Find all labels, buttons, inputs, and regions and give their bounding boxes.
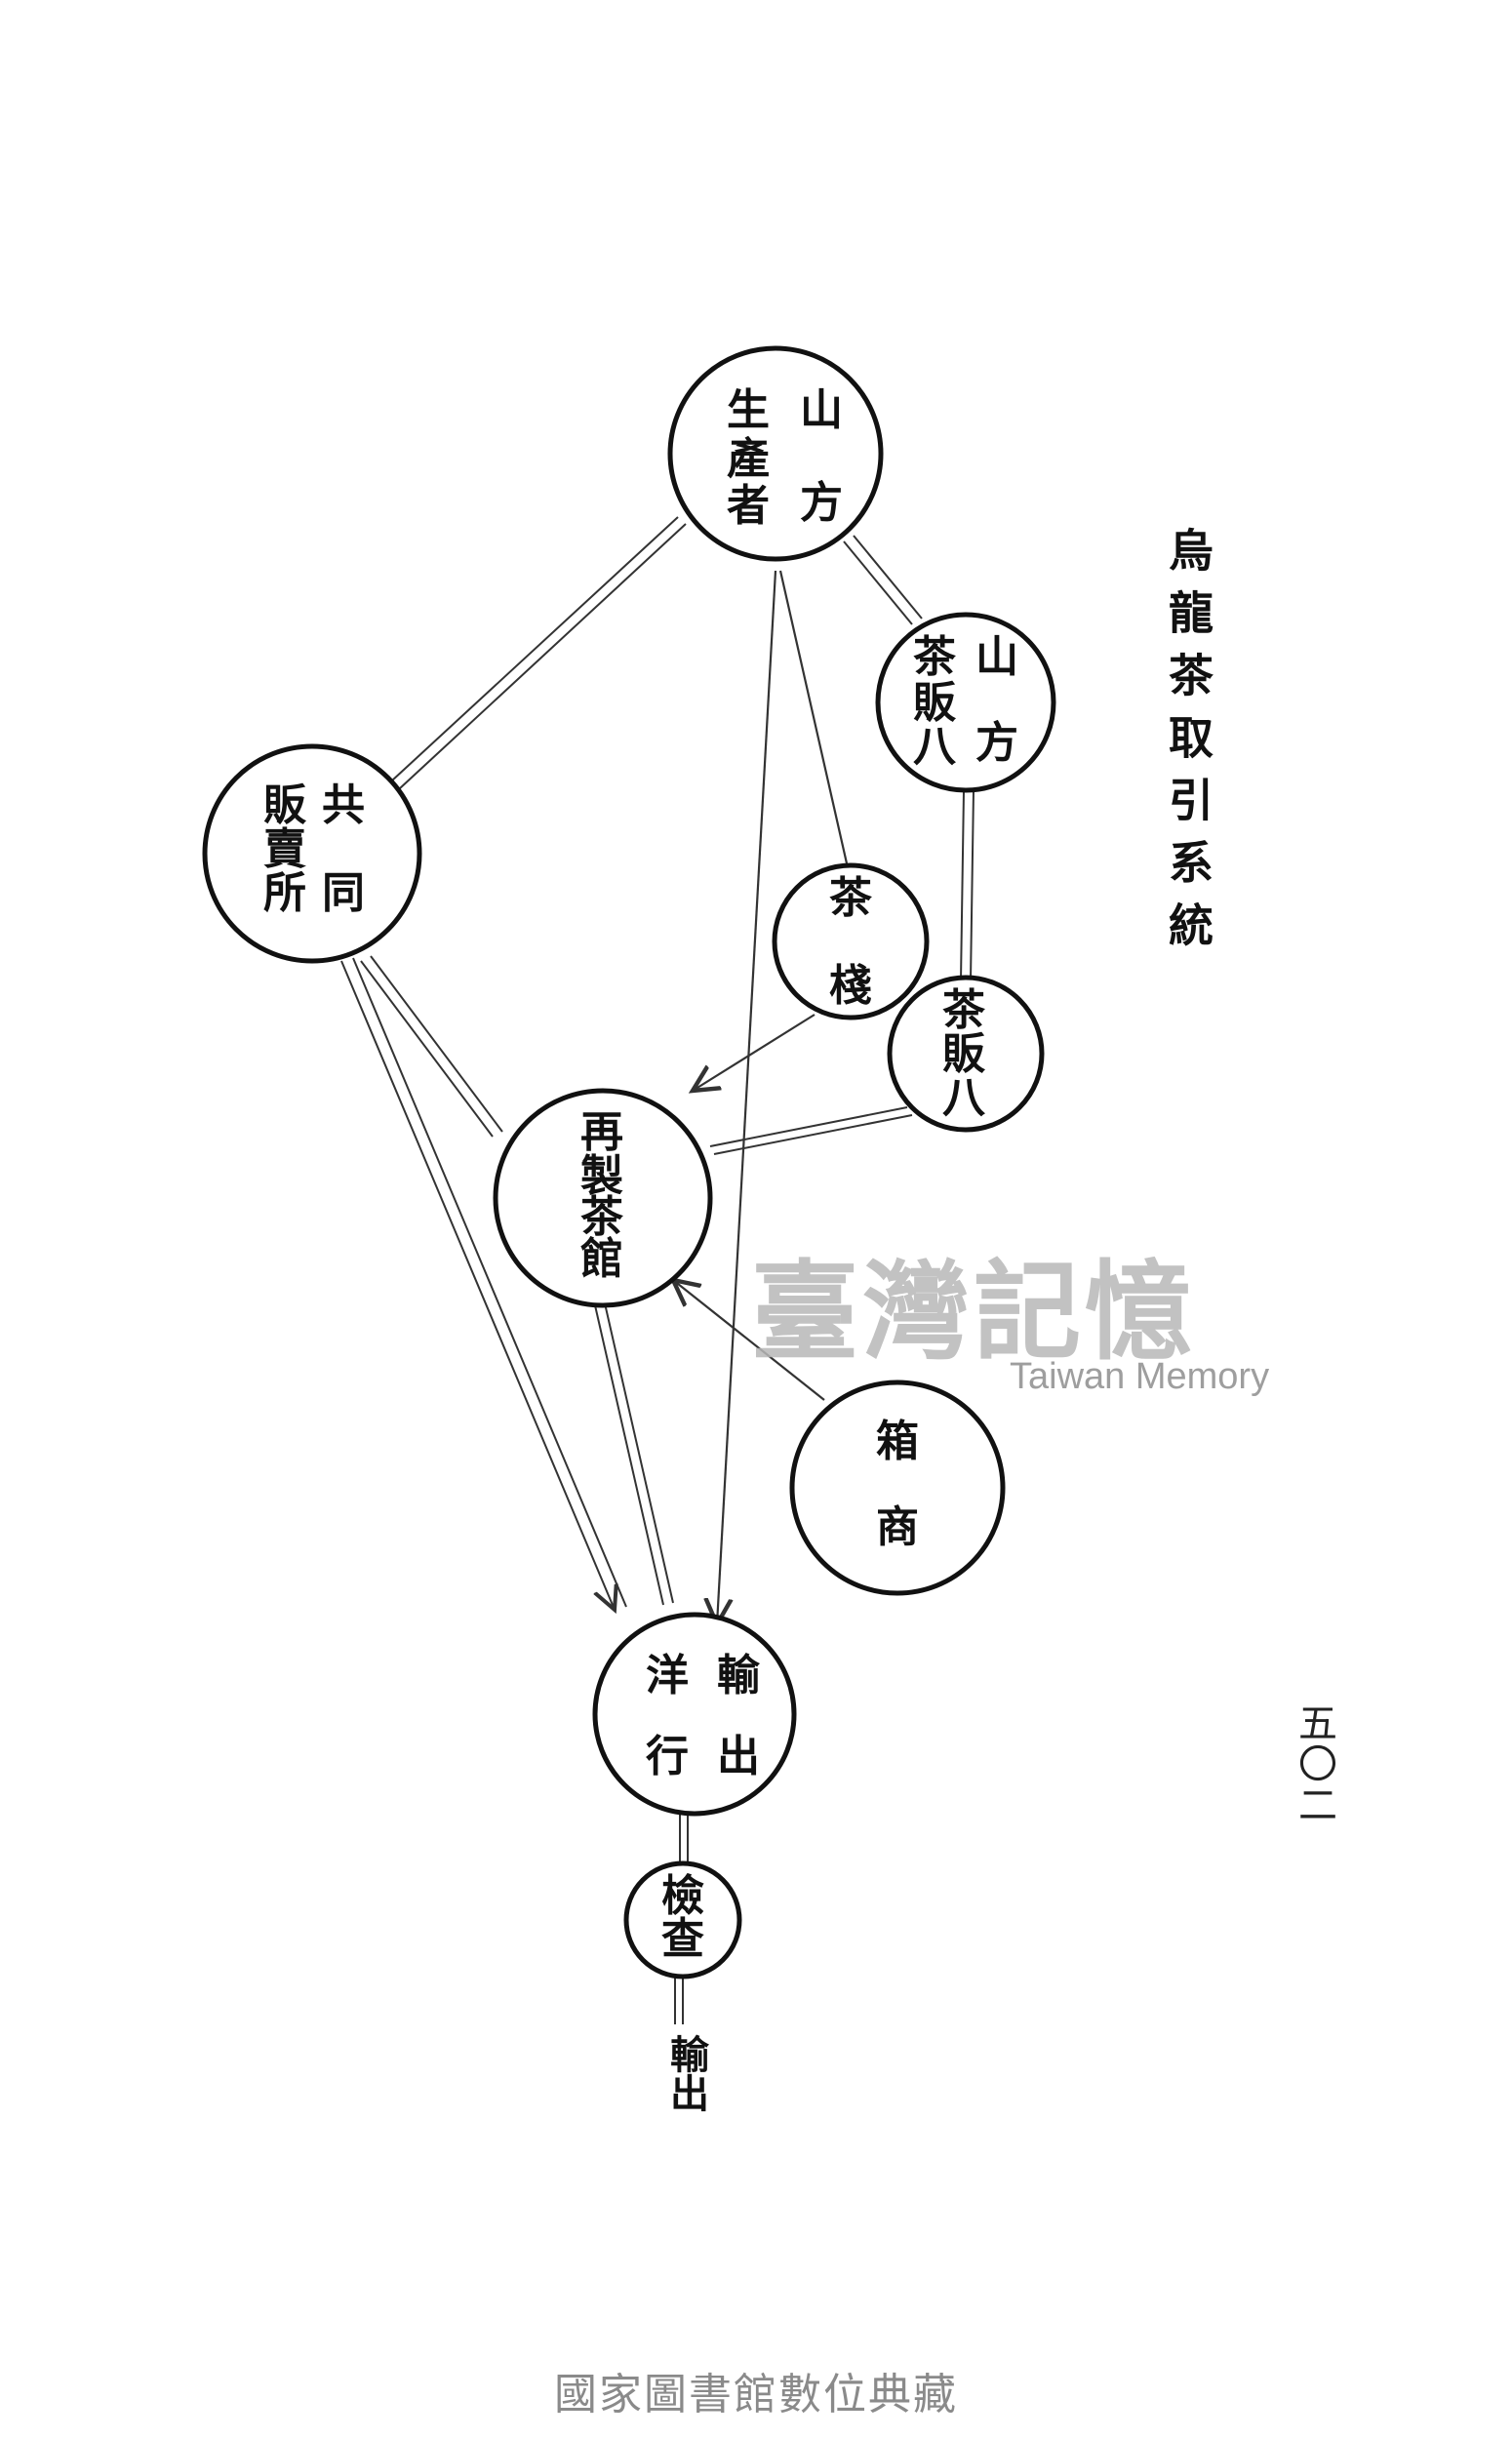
node-label: 洋 bbox=[646, 1651, 689, 1700]
node-label: 山 bbox=[975, 632, 1018, 682]
node-circle bbox=[623, 1860, 742, 1979]
node-co-op: 共 販 同 賣 所 bbox=[202, 743, 422, 964]
node-label: 製 bbox=[580, 1151, 623, 1201]
edge-boxmaker-refinery bbox=[673, 1280, 825, 1401]
node-label: 山 bbox=[800, 385, 843, 435]
node-label: 生 bbox=[727, 385, 770, 435]
node-label: 賣 bbox=[263, 824, 306, 874]
node-label: 茶 bbox=[829, 873, 873, 923]
node-label: 販 bbox=[263, 780, 307, 830]
edge-coop-export bbox=[340, 960, 615, 1610]
node-label: 方 bbox=[800, 478, 843, 528]
edge-refinery-export bbox=[594, 1304, 664, 1606]
diagram-title: 烏龍茶取引系統 bbox=[1162, 527, 1214, 964]
node-refinery: 再 製 茶 館 bbox=[493, 1088, 713, 1308]
node-mountain-dealer: 山 茶 方 販 八 bbox=[875, 612, 1056, 793]
node-label: 販 bbox=[942, 1029, 986, 1079]
node-circle bbox=[493, 1088, 713, 1308]
edge-producer-coop bbox=[391, 516, 679, 781]
node-label: 所 bbox=[263, 868, 306, 918]
node-circle bbox=[667, 345, 884, 562]
node-box-maker: 箱 商 bbox=[789, 1379, 1006, 1596]
node-label: 茶 bbox=[942, 985, 986, 1035]
node-label: 出 bbox=[717, 1732, 760, 1781]
node-label: 方 bbox=[975, 718, 1018, 768]
node-label: 八 bbox=[913, 722, 957, 772]
edge-coop-refinery bbox=[360, 960, 494, 1138]
node-label: 查 bbox=[661, 1914, 704, 1964]
node-label: 茶 bbox=[913, 632, 957, 682]
node-label: 輸 bbox=[717, 1651, 761, 1700]
edge-producer-export bbox=[717, 570, 777, 1624]
node-circle bbox=[592, 1612, 797, 1817]
node-export-house: 輸 洋 出 行 bbox=[592, 1612, 797, 1817]
footer-credit: 國家圖書館數位典藏 bbox=[554, 2370, 958, 2419]
node-label: 同 bbox=[322, 868, 365, 918]
node-circle bbox=[887, 975, 1045, 1133]
edge-mountaindealer-teadealer bbox=[960, 789, 965, 981]
edge-teainn-refinery bbox=[693, 1014, 816, 1091]
node-label: 箱 bbox=[876, 1417, 919, 1466]
node-inspection: 檢 查 bbox=[623, 1860, 742, 1979]
node-tea-dealer: 茶 販 八 bbox=[887, 975, 1045, 1133]
node-tea-inn: 茶 棧 bbox=[772, 862, 930, 1020]
node-label: 棧 bbox=[829, 961, 872, 1011]
edge-producer-mountaindealer bbox=[843, 540, 913, 625]
watermark-caption: Taiwan Memory bbox=[1010, 1356, 1270, 1397]
node-circle bbox=[789, 1379, 1006, 1596]
watermark-logo: 臺灣記憶 bbox=[751, 1249, 1196, 1375]
node-label: 共 bbox=[322, 780, 365, 830]
node-circle bbox=[202, 743, 422, 964]
node-label: 販 bbox=[913, 678, 957, 728]
node-label: 檢 bbox=[661, 1871, 704, 1921]
export-label: 輸出 bbox=[663, 2034, 709, 2112]
node-label: 行 bbox=[646, 1732, 689, 1781]
node-label: 茶 bbox=[580, 1192, 624, 1242]
page-number: 五〇二 bbox=[1292, 1702, 1336, 1825]
edge-teadealer-refinery bbox=[709, 1106, 908, 1147]
node-circle bbox=[772, 862, 930, 1020]
node-label: 館 bbox=[580, 1234, 623, 1284]
node-producer: 山 生 方 產 者 bbox=[667, 345, 884, 562]
node-circle bbox=[875, 612, 1056, 793]
edges bbox=[340, 516, 975, 2024]
node-label: 者 bbox=[727, 481, 770, 531]
node-label: 商 bbox=[876, 1502, 919, 1552]
node-label: 再 bbox=[580, 1107, 623, 1157]
node-label: 八 bbox=[942, 1073, 986, 1123]
node-label: 產 bbox=[727, 434, 770, 484]
edge-producer-teainn bbox=[778, 570, 849, 864]
